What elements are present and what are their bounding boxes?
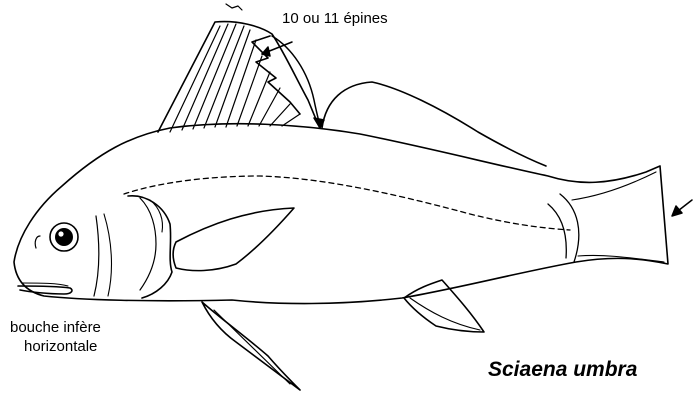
eye — [50, 223, 78, 251]
mouth — [18, 283, 72, 294]
spiny-dorsal-fin — [158, 22, 320, 132]
lateral-line — [124, 176, 570, 230]
mouth-label-line2: horizontale — [10, 337, 101, 356]
mouth-label-line1: bouche infère — [10, 318, 101, 337]
caudal-peduncle — [548, 204, 566, 258]
anal-fin — [404, 280, 484, 332]
spines-label: 10 ou 11 épines — [282, 10, 388, 27]
species-name: Sciaena umbra — [488, 358, 637, 382]
pectoral-fin — [173, 208, 294, 271]
gill-cover — [94, 196, 172, 298]
soft-dorsal-fin — [322, 82, 546, 166]
body-outline — [14, 124, 668, 304]
caudal-fin — [572, 172, 664, 262]
nostril — [35, 236, 40, 248]
mouth-label: bouche infère horizontale — [10, 318, 101, 356]
